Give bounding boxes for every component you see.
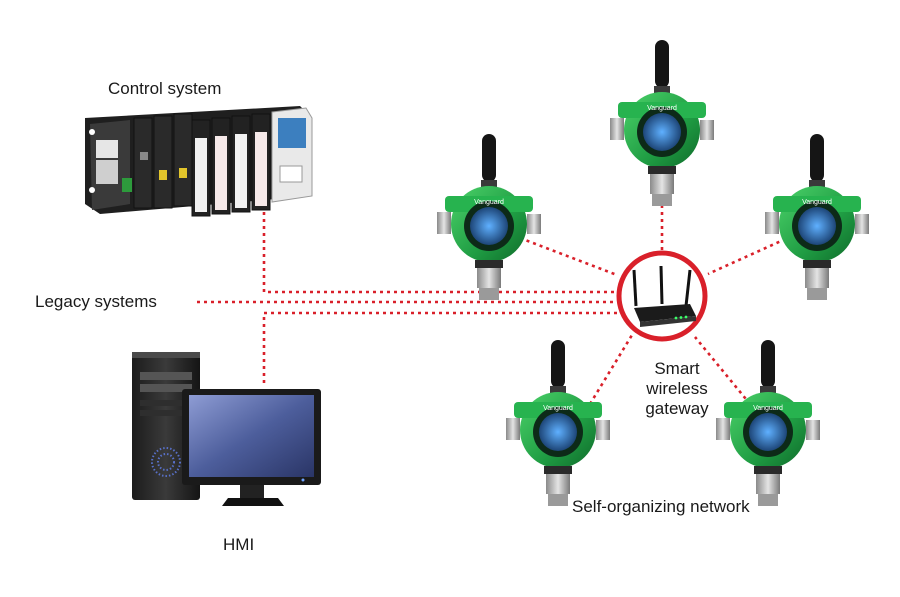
link-sensor-left xyxy=(519,236,618,277)
legacy-systems-label: Legacy systems xyxy=(35,292,157,311)
gas-detector-icon xyxy=(716,340,820,506)
wireless-router-icon xyxy=(616,250,708,342)
gas-detector-icon xyxy=(610,40,714,206)
gas-detector-icon xyxy=(765,134,869,300)
link-hmi xyxy=(262,311,628,383)
link-sensor-right xyxy=(707,234,793,276)
gas-detector-icon xyxy=(506,340,610,506)
plc-rack-icon xyxy=(85,106,313,217)
gateway-label-line3: gateway xyxy=(645,399,709,418)
self-organizing-network-label: Self-organizing network xyxy=(572,497,750,516)
link-sensor-bottom-left xyxy=(588,334,634,405)
link-sensor-bottom-right xyxy=(693,336,752,405)
wired-links xyxy=(197,205,628,383)
gateway-label-line2: wireless xyxy=(646,379,708,398)
gateway-label-line1: Smart xyxy=(654,359,700,378)
control-system-label: Control system xyxy=(108,79,222,98)
gateway-label: Smart wireless gateway xyxy=(645,359,708,419)
hmi-label: HMI xyxy=(223,535,255,554)
wireless-links xyxy=(519,170,793,405)
link-control-system xyxy=(262,205,628,294)
workstation-icon xyxy=(132,352,321,506)
gas-detector-icon xyxy=(437,134,541,300)
